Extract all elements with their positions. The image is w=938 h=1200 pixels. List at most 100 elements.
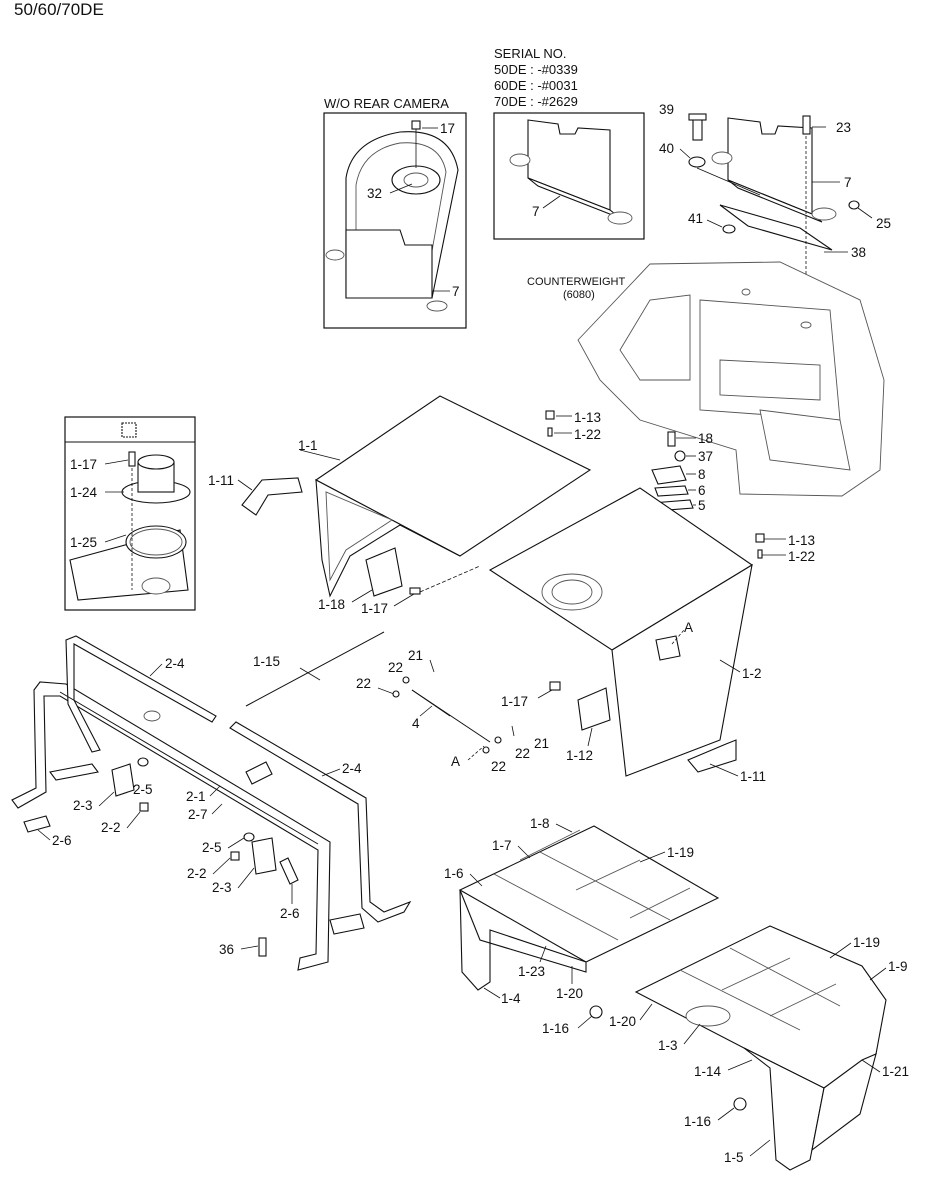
callout-1-17-top: 1-17	[361, 601, 388, 616]
bumper-2-5-left	[137, 757, 149, 767]
callout-1-20-rear: 1-20	[609, 1014, 636, 1029]
callout-1-4: 1-4	[501, 991, 521, 1006]
bracket-assembly-top-right: 39 40 41 23 7 25 38	[659, 102, 891, 325]
callout-21-bottom: 21	[534, 736, 549, 751]
callout-2-5-right: 2-5	[202, 840, 222, 855]
counterweight-code: (6080)	[563, 289, 595, 301]
callout-4: 4	[412, 716, 420, 731]
callout-1-1: 1-1	[298, 438, 318, 453]
callout-25: 25	[876, 216, 891, 231]
latch-1-18	[365, 547, 403, 597]
callout-1-17-hood: 1-17	[501, 694, 528, 709]
floor-plate-1-8	[458, 825, 720, 963]
callout-2-3-right: 2-3	[212, 880, 232, 895]
hood-side-1-2	[611, 563, 753, 777]
callout-1-5: 1-5	[724, 1150, 744, 1165]
callout-18: 18	[698, 431, 713, 446]
callout-6: 6	[698, 483, 706, 498]
callout-1-18: 1-18	[318, 597, 345, 612]
cover-assembly-1-1: 1-1 1-11 1-13 1-22 1-18 1-17	[208, 395, 601, 616]
callout-2-5-left: 2-5	[133, 782, 153, 797]
callout-1-15: 1-15	[253, 654, 280, 669]
serial-line-50de: 50DE : -#0339	[494, 62, 578, 77]
callout-1-13-top: 1-13	[574, 410, 601, 425]
callout-21-top: 21	[408, 648, 423, 663]
callout-39: 39	[659, 102, 674, 117]
callout-2-6-right: 2-6	[280, 906, 300, 921]
bolt-2-2-right	[230, 851, 240, 861]
callout-1-17-detail: 1-17	[70, 457, 97, 472]
washer-41	[722, 224, 736, 234]
bolt-1-17-detail	[128, 451, 136, 467]
callout-7-serial: 7	[532, 204, 540, 219]
callout-1-3: 1-3	[658, 1038, 678, 1053]
handle-1-11-hood	[687, 739, 737, 773]
bolt-17	[411, 120, 421, 130]
callout-32: 32	[367, 186, 382, 201]
callout-1-16-rear: 1-16	[684, 1114, 711, 1129]
counterweight-label: COUNTERWEIGHT	[527, 276, 625, 288]
bolt-39	[692, 117, 703, 141]
callout-2-2-right: 2-2	[187, 866, 207, 881]
callout-1-24: 1-24	[70, 485, 98, 500]
callout-1-7: 1-7	[492, 838, 512, 853]
bolt-2-2-left	[139, 802, 149, 812]
grommet-1-16-rear	[733, 1097, 747, 1111]
bolt-36	[258, 937, 267, 957]
callout-2-1: 2-1	[186, 789, 206, 804]
latch-1-12	[577, 687, 611, 731]
callout-1-22-top: 1-22	[574, 427, 601, 442]
callout-37: 37	[698, 449, 713, 464]
floor-access-hole	[685, 1005, 731, 1027]
callout-41: 41	[688, 211, 703, 226]
serial-line-60de: 60DE : -#0031	[494, 78, 578, 93]
callout-40: 40	[659, 141, 674, 156]
bolt-23	[802, 115, 811, 135]
callout-1-6: 1-6	[444, 866, 464, 881]
callout-1-13-hood: 1-13	[788, 533, 815, 548]
callout-A-spring: A	[451, 754, 460, 769]
callout-38: 38	[851, 245, 866, 260]
callout-8: 8	[698, 467, 706, 482]
nut-25	[848, 200, 860, 210]
callout-5: 5	[698, 498, 706, 513]
callout-1-2: 1-2	[742, 666, 762, 681]
callout-2-4-right: 2-4	[342, 761, 362, 776]
callout-1-19-rear: 1-19	[853, 935, 880, 950]
plate-38	[719, 204, 833, 251]
callout-1-8: 1-8	[530, 816, 550, 831]
handle-1-11	[241, 477, 303, 516]
callout-22-top-left: 22	[356, 676, 371, 691]
hinge-parts: 18 37 8 6 5	[651, 431, 713, 513]
side-plate-1-6	[459, 889, 587, 991]
frame-2-1	[11, 681, 331, 971]
serial-title: SERIAL NO.	[494, 46, 566, 61]
inset-detail-left: 1-17 1-24 1-25	[64, 416, 196, 611]
callout-2-6-left: 2-6	[52, 833, 72, 848]
callout-2-4-top: 2-4	[165, 656, 185, 671]
floor-plate-1-9	[634, 925, 887, 1089]
rail-2-4-top	[65, 635, 217, 753]
detail-symbol	[121, 422, 137, 438]
callout-7: 7	[844, 175, 852, 190]
grommet-1-16-front	[589, 1005, 603, 1019]
hood-assembly-1-2: A 1-2 1-13 1-22 1-11 1-12 1-17	[419, 487, 815, 784]
callout-1-25: 1-25	[70, 535, 97, 550]
callout-2-2-left: 2-2	[101, 820, 121, 835]
model-title: 50/60/70DE	[14, 0, 104, 19]
callout-7-camera: 7	[452, 284, 460, 299]
callout-1-16-front: 1-16	[542, 1021, 569, 1036]
spring-2-6-left	[23, 815, 51, 833]
callout-22-bottom-right: 22	[515, 746, 530, 761]
nut-37	[674, 450, 686, 462]
frame-assembly-2-1: 2-4 2-4 2-5 2-3 2-1 2-7 2-2 2-6 2-5 2-2 …	[11, 635, 412, 971]
callout-1-22-hood: 1-22	[788, 549, 815, 564]
callout-36: 36	[219, 942, 234, 957]
callout-1-23: 1-23	[518, 964, 545, 979]
callout-1-21: 1-21	[882, 1064, 909, 1079]
floor-plate-front: 1-8 1-7 1-19 1-6 1-23 1-20 1-4 1-16	[444, 816, 720, 1036]
callout-1-14: 1-14	[694, 1064, 722, 1079]
callout-17: 17	[440, 121, 455, 136]
